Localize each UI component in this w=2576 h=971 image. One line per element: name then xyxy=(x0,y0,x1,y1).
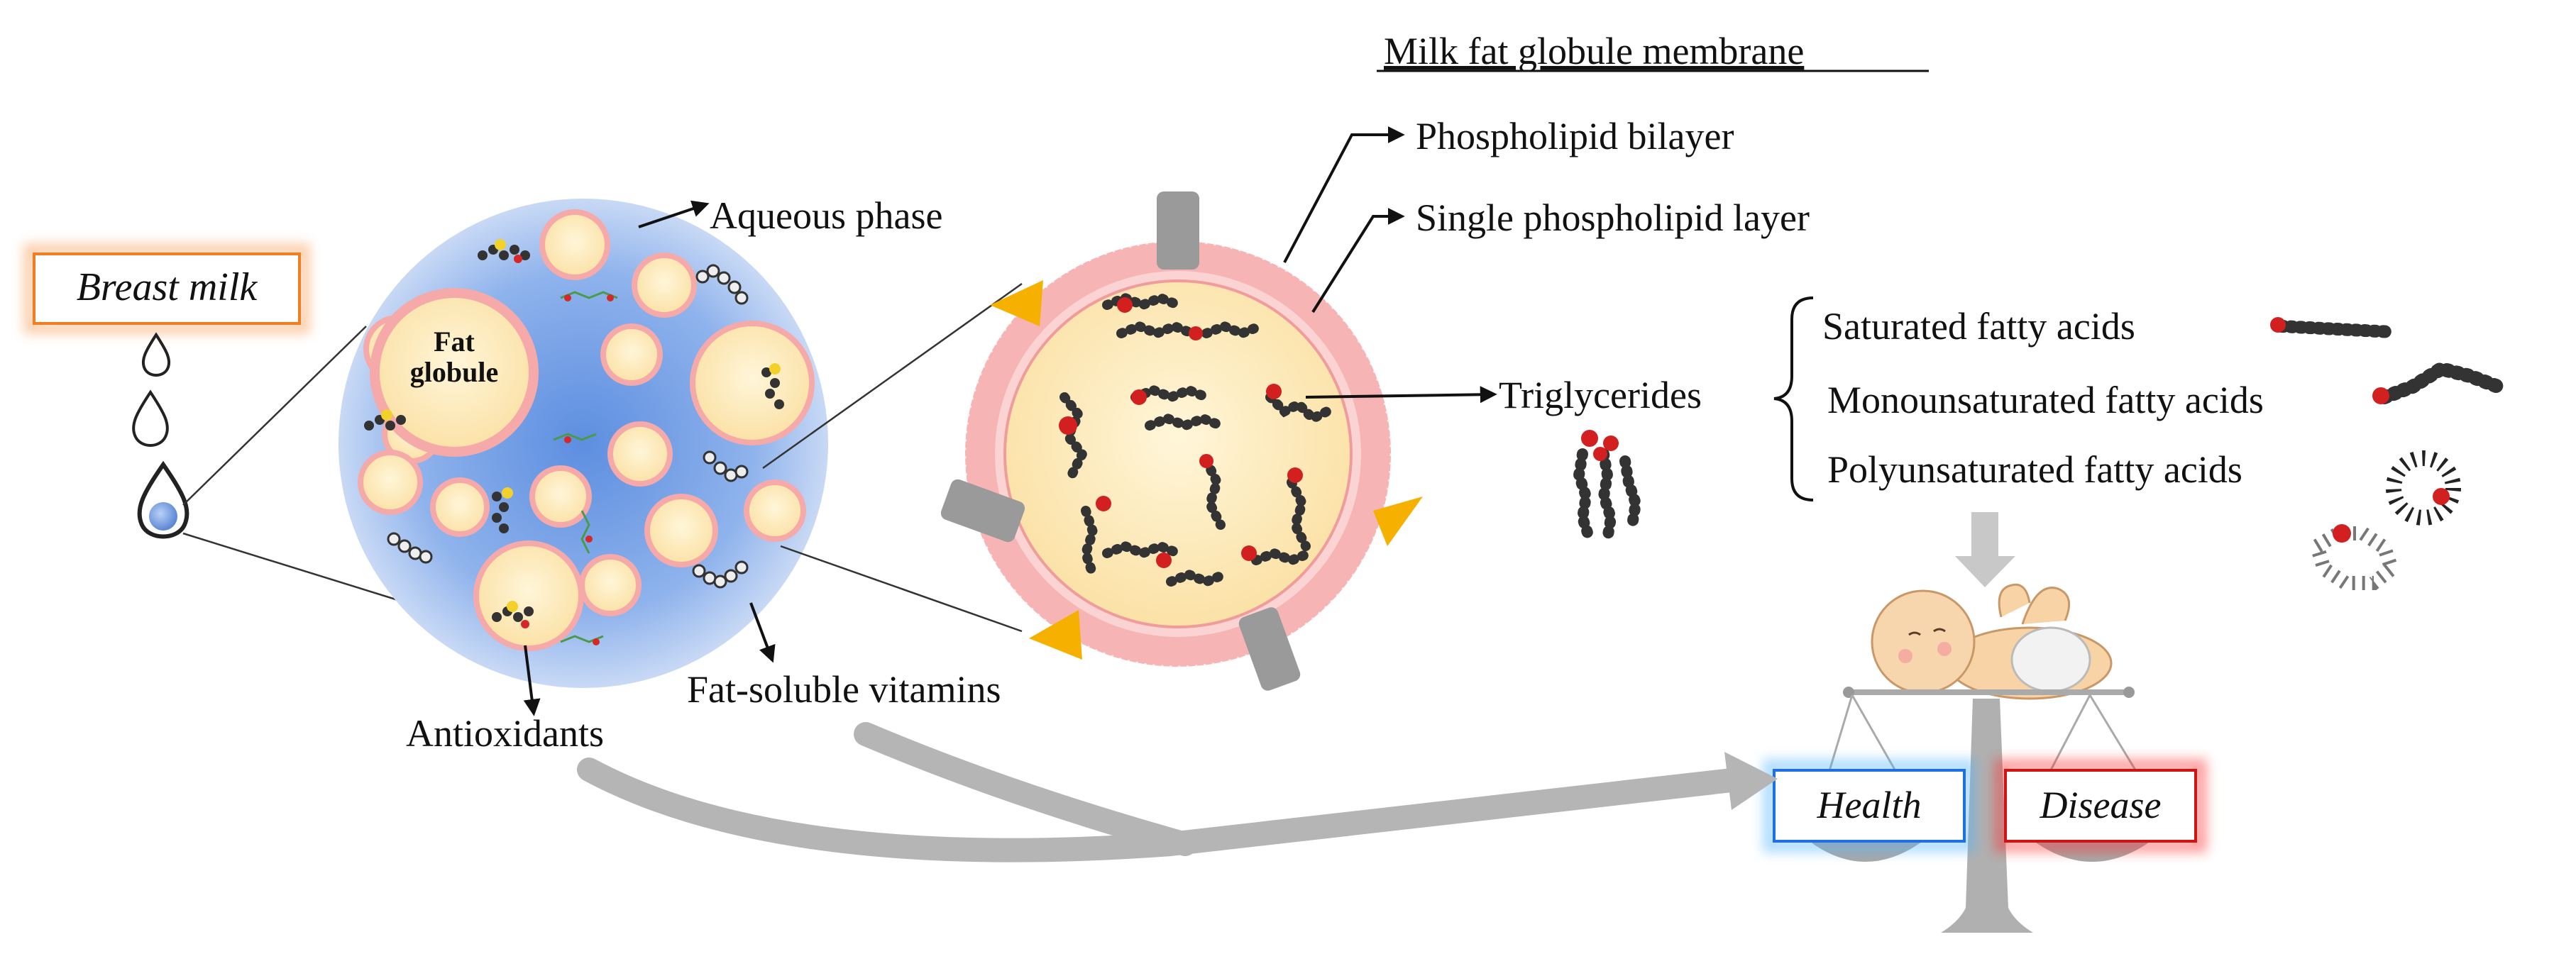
antioxidants-arrow xyxy=(523,645,541,716)
fatty-acid-brace xyxy=(1773,296,1814,501)
monounsaturated-label: Monounsaturated fatty acids xyxy=(1827,379,2264,421)
fat-globule-label-1: Fat xyxy=(434,326,475,357)
triglycerides-label: Triglycerides xyxy=(1499,374,1702,416)
breast-milk-label: Breast milk xyxy=(77,265,258,309)
phospholipid-bilayer-arrow xyxy=(1283,126,1405,263)
antioxidant-molecules-icon xyxy=(364,239,784,628)
vitamin-molecules-icon xyxy=(553,291,618,645)
health-label: Health xyxy=(1817,784,1922,826)
fat-soluble-vitamins-arrow xyxy=(749,602,776,663)
fat-soluble-vitamin-chains-icon xyxy=(387,264,749,589)
membrane-proteins xyxy=(940,192,1423,691)
milk-drops-icon xyxy=(132,332,189,539)
monounsaturated-molecule-icon xyxy=(2372,361,2505,404)
baby-icon xyxy=(1871,583,2113,700)
antioxidants-label: Antioxidants xyxy=(406,712,604,755)
saturated-label: Saturated fatty acids xyxy=(1822,305,2135,348)
aqueous-phase-circle: Fat globule xyxy=(338,199,828,688)
saturated-molecule-icon xyxy=(2270,317,2398,338)
aqueous-phase-arrow xyxy=(638,200,710,228)
glycerol-oxygens xyxy=(1059,297,1303,568)
phospholipid-bilayer-label: Phospholipid bilayer xyxy=(1416,115,1734,157)
single-phospholipid-arrow xyxy=(1311,208,1405,314)
zoom-lines-1 xyxy=(182,326,412,606)
down-arrow xyxy=(1955,512,2015,587)
polyunsaturated-molecule-icon xyxy=(2308,450,2461,590)
mfgm-title: Milk fat globule membrane xyxy=(1384,30,1804,72)
polyunsaturated-label: Polyunsaturated fatty acids xyxy=(1827,448,2242,491)
breast-milk-box: Breast milk xyxy=(23,243,310,334)
disease-box: Disease xyxy=(1994,759,2207,853)
mfgm-globule xyxy=(940,192,1423,691)
triglyceride-icon xyxy=(1573,430,1642,545)
health-box: Health xyxy=(1763,759,1976,853)
single-phospholipid-label: Single phospholipid layer xyxy=(1416,196,1810,239)
aqueous-phase-label: Aqueous phase xyxy=(710,194,942,237)
fat-globule: Fat globule xyxy=(370,288,539,457)
health-flow-arrow xyxy=(577,722,1778,862)
fat-soluble-vitamins-label: Fat-soluble vitamins xyxy=(687,668,1001,711)
disease-label: Disease xyxy=(2040,784,2162,826)
triglyceride-molecules-icon xyxy=(1059,292,1332,587)
fat-globule-label-2: globule xyxy=(410,356,498,388)
zoom-lines-2 xyxy=(762,282,1023,633)
triglycerides-arrow xyxy=(1305,386,1497,404)
